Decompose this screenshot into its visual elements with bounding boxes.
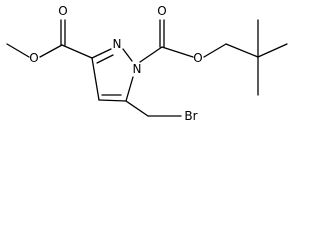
bond-n1-carbonyl-carbon: [139, 46, 163, 63]
atom-label-nitrogen-2: N: [113, 37, 122, 51]
atom-label-oxygen-carbonyl-left: O: [58, 4, 67, 18]
atom-label-nitrogen-1: N: [133, 62, 142, 76]
bond-o-to-tertbutyl: [203, 43, 227, 58]
bond-ring-c4-c3: [91, 57, 100, 101]
bond-ring-n2-n1: [122, 48, 133, 62]
atom-label-bromine: Br: [184, 109, 197, 123]
atom-label-oxygen-methyl-ester: O: [29, 51, 38, 65]
bond-o-ester-carbon-left: [39, 44, 63, 58]
atom-label-set: O O N N O O Br: [29, 4, 202, 123]
bond-carbonyl-to-o: [161, 46, 194, 58]
bond-ring-c5-c4-a: [98, 99, 127, 102]
bond-tertbutyl-right: [257, 43, 288, 58]
bond-set: [6, 19, 288, 117]
bond-c5-ch2: [125, 100, 149, 117]
bond-methyl-o: [6, 43, 30, 58]
bond-ester-to-ring: [61, 44, 93, 59]
bond-ring-n1-c5: [125, 76, 134, 102]
bond-tertbutyl-to-center: [225, 43, 259, 58]
atom-label-oxygen-tert-butyl-ester: O: [193, 51, 202, 65]
chemical-structure-diagram: O O N N O O Br: [6, 4, 288, 123]
bond-ring-c3-n2-a: [91, 48, 112, 59]
bond-ring-c3-n2-b: [96, 54, 114, 64]
atom-label-oxygen-carbonyl-right: O: [157, 4, 166, 18]
